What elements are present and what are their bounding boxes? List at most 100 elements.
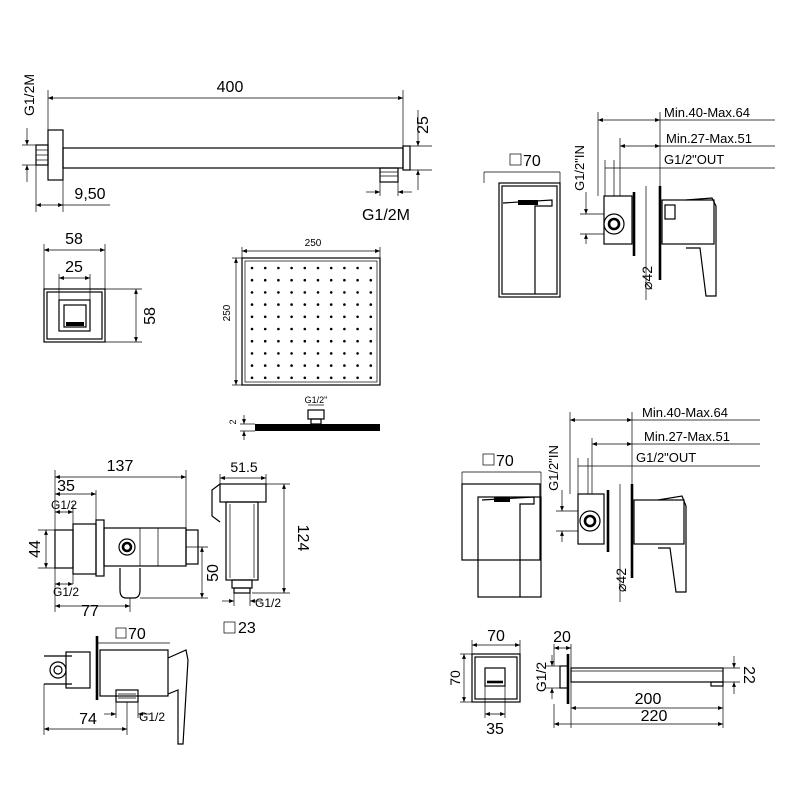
head-nozzle [277,315,280,319]
dim-valve-thread-bottom: G1/2 [53,585,79,599]
dim-head-thickness: 2 [228,419,238,424]
handset-head [219,483,267,503]
head-nozzle [263,352,267,355]
square-symbol-icon [115,627,127,639]
dim-mixer-top-out: G1/2"OUT [664,152,724,167]
head-plate [241,257,381,386]
head-nozzle [316,352,320,355]
head-nozzle [277,303,280,306]
head-nozzle [329,352,333,355]
head-nozzle [290,327,293,331]
head-nozzle [290,303,293,306]
mixer-top-plate [498,182,561,298]
head-nozzle [343,352,346,355]
spout-plate-front [471,653,521,703]
head-nozzle [316,291,320,294]
head-nozzle [250,364,254,367]
flange-square-socket [58,299,91,332]
head-nozzle [277,291,280,294]
dim-spout-200: 200 [635,691,662,708]
head-nozzle [263,364,267,367]
head-nozzle [343,327,346,331]
dim-spout-22: 22 [740,666,757,684]
dim-small-mixer-square: 70 [128,626,146,643]
dim-flange-width: 58 [65,231,83,248]
small-mixer-cartridge [49,661,67,679]
head-nozzle [250,339,254,343]
head-nozzle [356,315,359,319]
head-nozzle [343,364,346,367]
dim-small-mixer-thread: G1/2 [139,710,165,724]
dim-spout-35: 35 [486,721,504,738]
small-mixer-lever [167,649,189,745]
head-nozzle [303,352,307,355]
dim-mixer-top-in: G1/2"IN [572,145,587,191]
head-nozzle [263,303,267,306]
head-nozzle [290,291,293,294]
head-nozzle [263,315,267,319]
dim-mixer-mid-min64: Min.40-Max.64 [642,405,728,420]
hand-spray-view: 51.5 124 G1/2 23 [211,459,311,637]
valve-inlet-block [54,529,74,569]
head-nozzle [369,376,373,380]
head-nozzle [263,339,267,343]
head-nozzle [303,278,307,282]
head-nozzle [329,315,333,319]
mixer-top-view: 70 Min.40-Max.64 Min.27-Max.51 G1/2"OUT [483,105,775,300]
head-nozzle [369,315,373,319]
head-nozzle [329,327,333,331]
dim-head-height: 250 [222,304,233,321]
head-nozzle [250,327,254,331]
head-nozzle [250,352,254,355]
wall-flange-view: 58 25 58 [43,231,159,343]
dim-mixer-mid-out: G1/2"OUT [636,450,696,465]
dim-mixer-mid-in: G1/2"IN [546,445,561,491]
dim-spout-plate-w: 70 [487,628,505,645]
dim-head-width: 250 [305,238,322,249]
head-nozzle [290,339,293,343]
head-nozzle [277,327,280,331]
dim-flange-height: 58 [142,307,159,325]
head-nozzle [303,303,307,306]
head-nozzle [369,303,373,306]
head-nozzle [343,266,346,270]
head-nozzle [369,327,373,331]
flange-outer [43,288,106,343]
head-nozzle [290,278,293,282]
head-nozzle [316,364,320,367]
head-nozzle [343,278,346,282]
head-nozzle [263,291,267,294]
head-nozzle [356,303,359,306]
dim-mixer-top-min51: Min.27-Max.51 [666,131,752,146]
dim-valve-44: 44 [27,540,44,558]
head-nozzle [290,266,293,270]
head-nozzle [329,339,333,343]
head-nozzle [290,376,293,380]
head-nozzle [316,303,320,306]
handset-grip [225,501,259,581]
mixer-mid-cartridge [577,493,605,545]
head-nozzle [343,303,346,306]
head-nozzle [369,364,373,367]
spout-outlet-square [484,667,506,687]
mixer-mid-lever-front [481,496,535,597]
head-nozzle [250,266,254,270]
head-nozzle [277,364,280,367]
head-nozzle [356,266,359,270]
head-nozzle [303,266,307,270]
spout-view: 70 70 35 20 G1/2 200 220 [447,628,757,738]
head-nozzle [290,315,293,319]
head-nozzle [303,364,307,367]
head-nozzle [316,339,320,343]
mixer-mid-plate [461,483,541,561]
head-nozzle [369,291,373,294]
head-nozzle [303,339,307,343]
head-nozzle [343,315,346,319]
head-nozzle [329,266,333,270]
head-nozzle [329,291,333,294]
head-nozzle [277,339,280,343]
dim-valve-thread-top: G1/2 [51,498,77,512]
square-symbol-icon [482,453,495,466]
head-nozzle [277,266,280,270]
valve-body [103,527,187,567]
